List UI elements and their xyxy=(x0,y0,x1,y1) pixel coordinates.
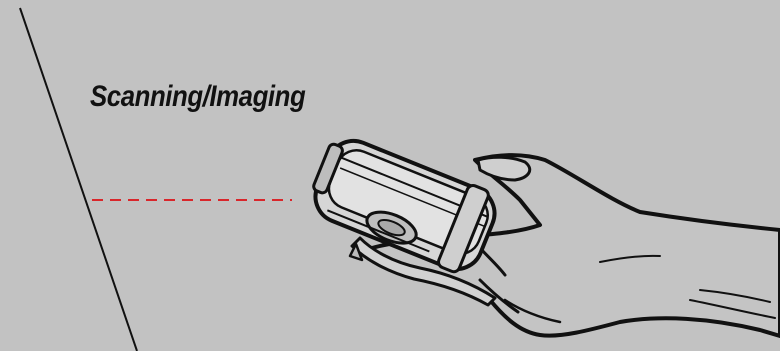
scan-surface-line xyxy=(20,8,137,351)
caption-title: Scanning/Imaging xyxy=(90,80,305,114)
